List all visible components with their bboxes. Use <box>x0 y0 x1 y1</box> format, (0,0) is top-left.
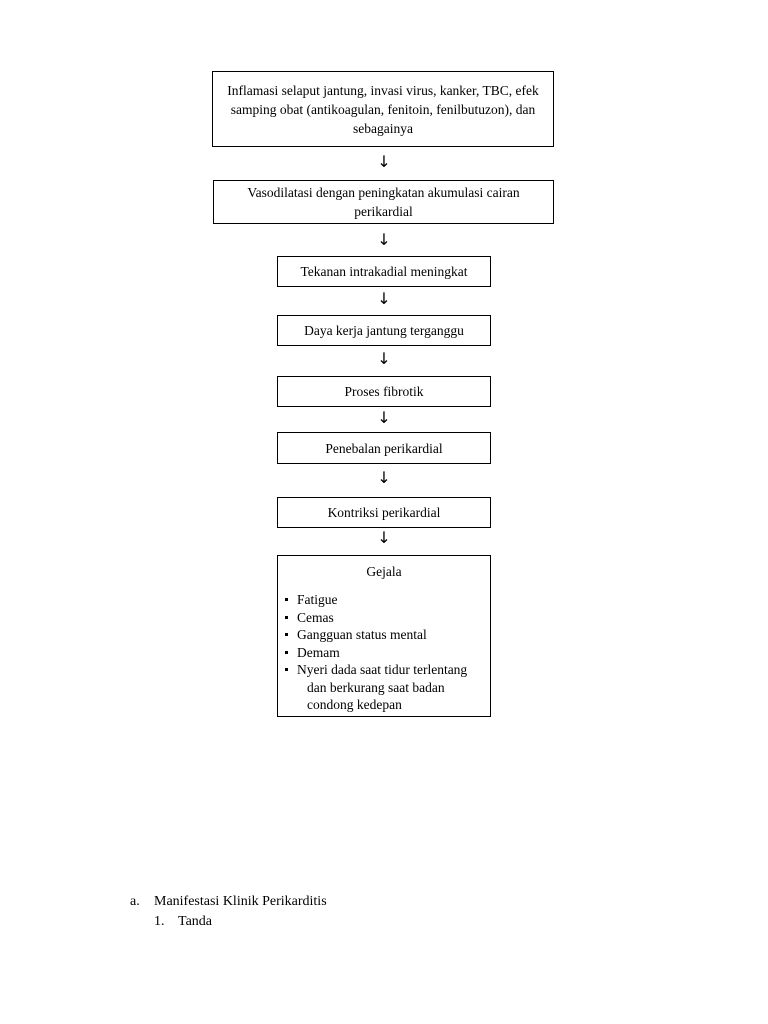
flow-box-cause: Inflamasi selaput jantung, invasi virus,… <box>212 71 554 147</box>
symptom-item: Gangguan status mental <box>285 626 480 644</box>
section-title: Manifestasi Klinik Perikarditis <box>154 894 327 909</box>
flow-box-constriction-text: Kontriksi perikardial <box>327 505 441 520</box>
flow-arrow-1: ↓ <box>377 152 391 171</box>
section-marker: a. <box>130 894 140 909</box>
flow-box-thickening-text: Penebalan perikardial <box>325 440 443 456</box>
symptoms-title: Gejala <box>366 564 402 579</box>
flow-arrow-3: ↓ <box>377 289 391 308</box>
flow-arrow-5: ↓ <box>377 408 391 427</box>
flow-box-thickening: Penebalan perikardial <box>277 432 491 464</box>
flow-arrow-4: ↓ <box>377 349 391 368</box>
flow-box-vasodilation-text: Vasodilatasi dengan peningkatan akumulas… <box>247 185 520 219</box>
symptom-continuation: dan berkurang saat badan <box>307 679 445 695</box>
subsection-heading: 1. Tanda <box>154 912 212 931</box>
symptom-item: Fatigue <box>285 591 480 609</box>
flow-box-fibrotic-text: Proses fibrotik <box>344 384 424 399</box>
symptom-item: Nyeri dada saat tidur terlentang <box>285 661 480 679</box>
symptom-item: Demam <box>285 644 480 662</box>
flow-arrow-6: ↓ <box>377 468 391 487</box>
subsection-title: Tanda <box>178 914 213 929</box>
symptom-continuation: condong kedepan <box>307 697 402 712</box>
flow-box-vasodilation: Vasodilatasi dengan peningkatan akumulas… <box>213 180 554 224</box>
flow-box-symptoms: Gejala Fatigue Cemas Gangguan status men… <box>277 555 491 717</box>
flow-box-fibrotic: Proses fibrotik <box>277 376 491 407</box>
flow-box-constriction: Kontriksi perikardial <box>277 497 491 528</box>
flow-arrow-7: ↓ <box>377 528 391 547</box>
section-heading: a. Manifestasi Klinik Perikarditis <box>130 892 327 911</box>
symptom-item: Cemas <box>285 609 480 627</box>
flow-arrow-2: ↓ <box>377 230 391 249</box>
symptom-list: Fatigue Cemas Gangguan status mental Dem… <box>285 591 480 714</box>
flow-box-pressure-text: Tekanan intrakadial meningkat <box>300 264 468 279</box>
flow-box-cause-text: Inflamasi selaput jantung, invasi virus,… <box>227 82 539 136</box>
flow-box-pressure: Tekanan intrakadial meningkat <box>277 256 491 287</box>
flow-box-heart-function: Daya kerja jantung terganggu <box>277 315 491 346</box>
subsection-marker: 1. <box>154 914 165 929</box>
flow-box-heart-function-text: Daya kerja jantung terganggu <box>304 323 464 338</box>
